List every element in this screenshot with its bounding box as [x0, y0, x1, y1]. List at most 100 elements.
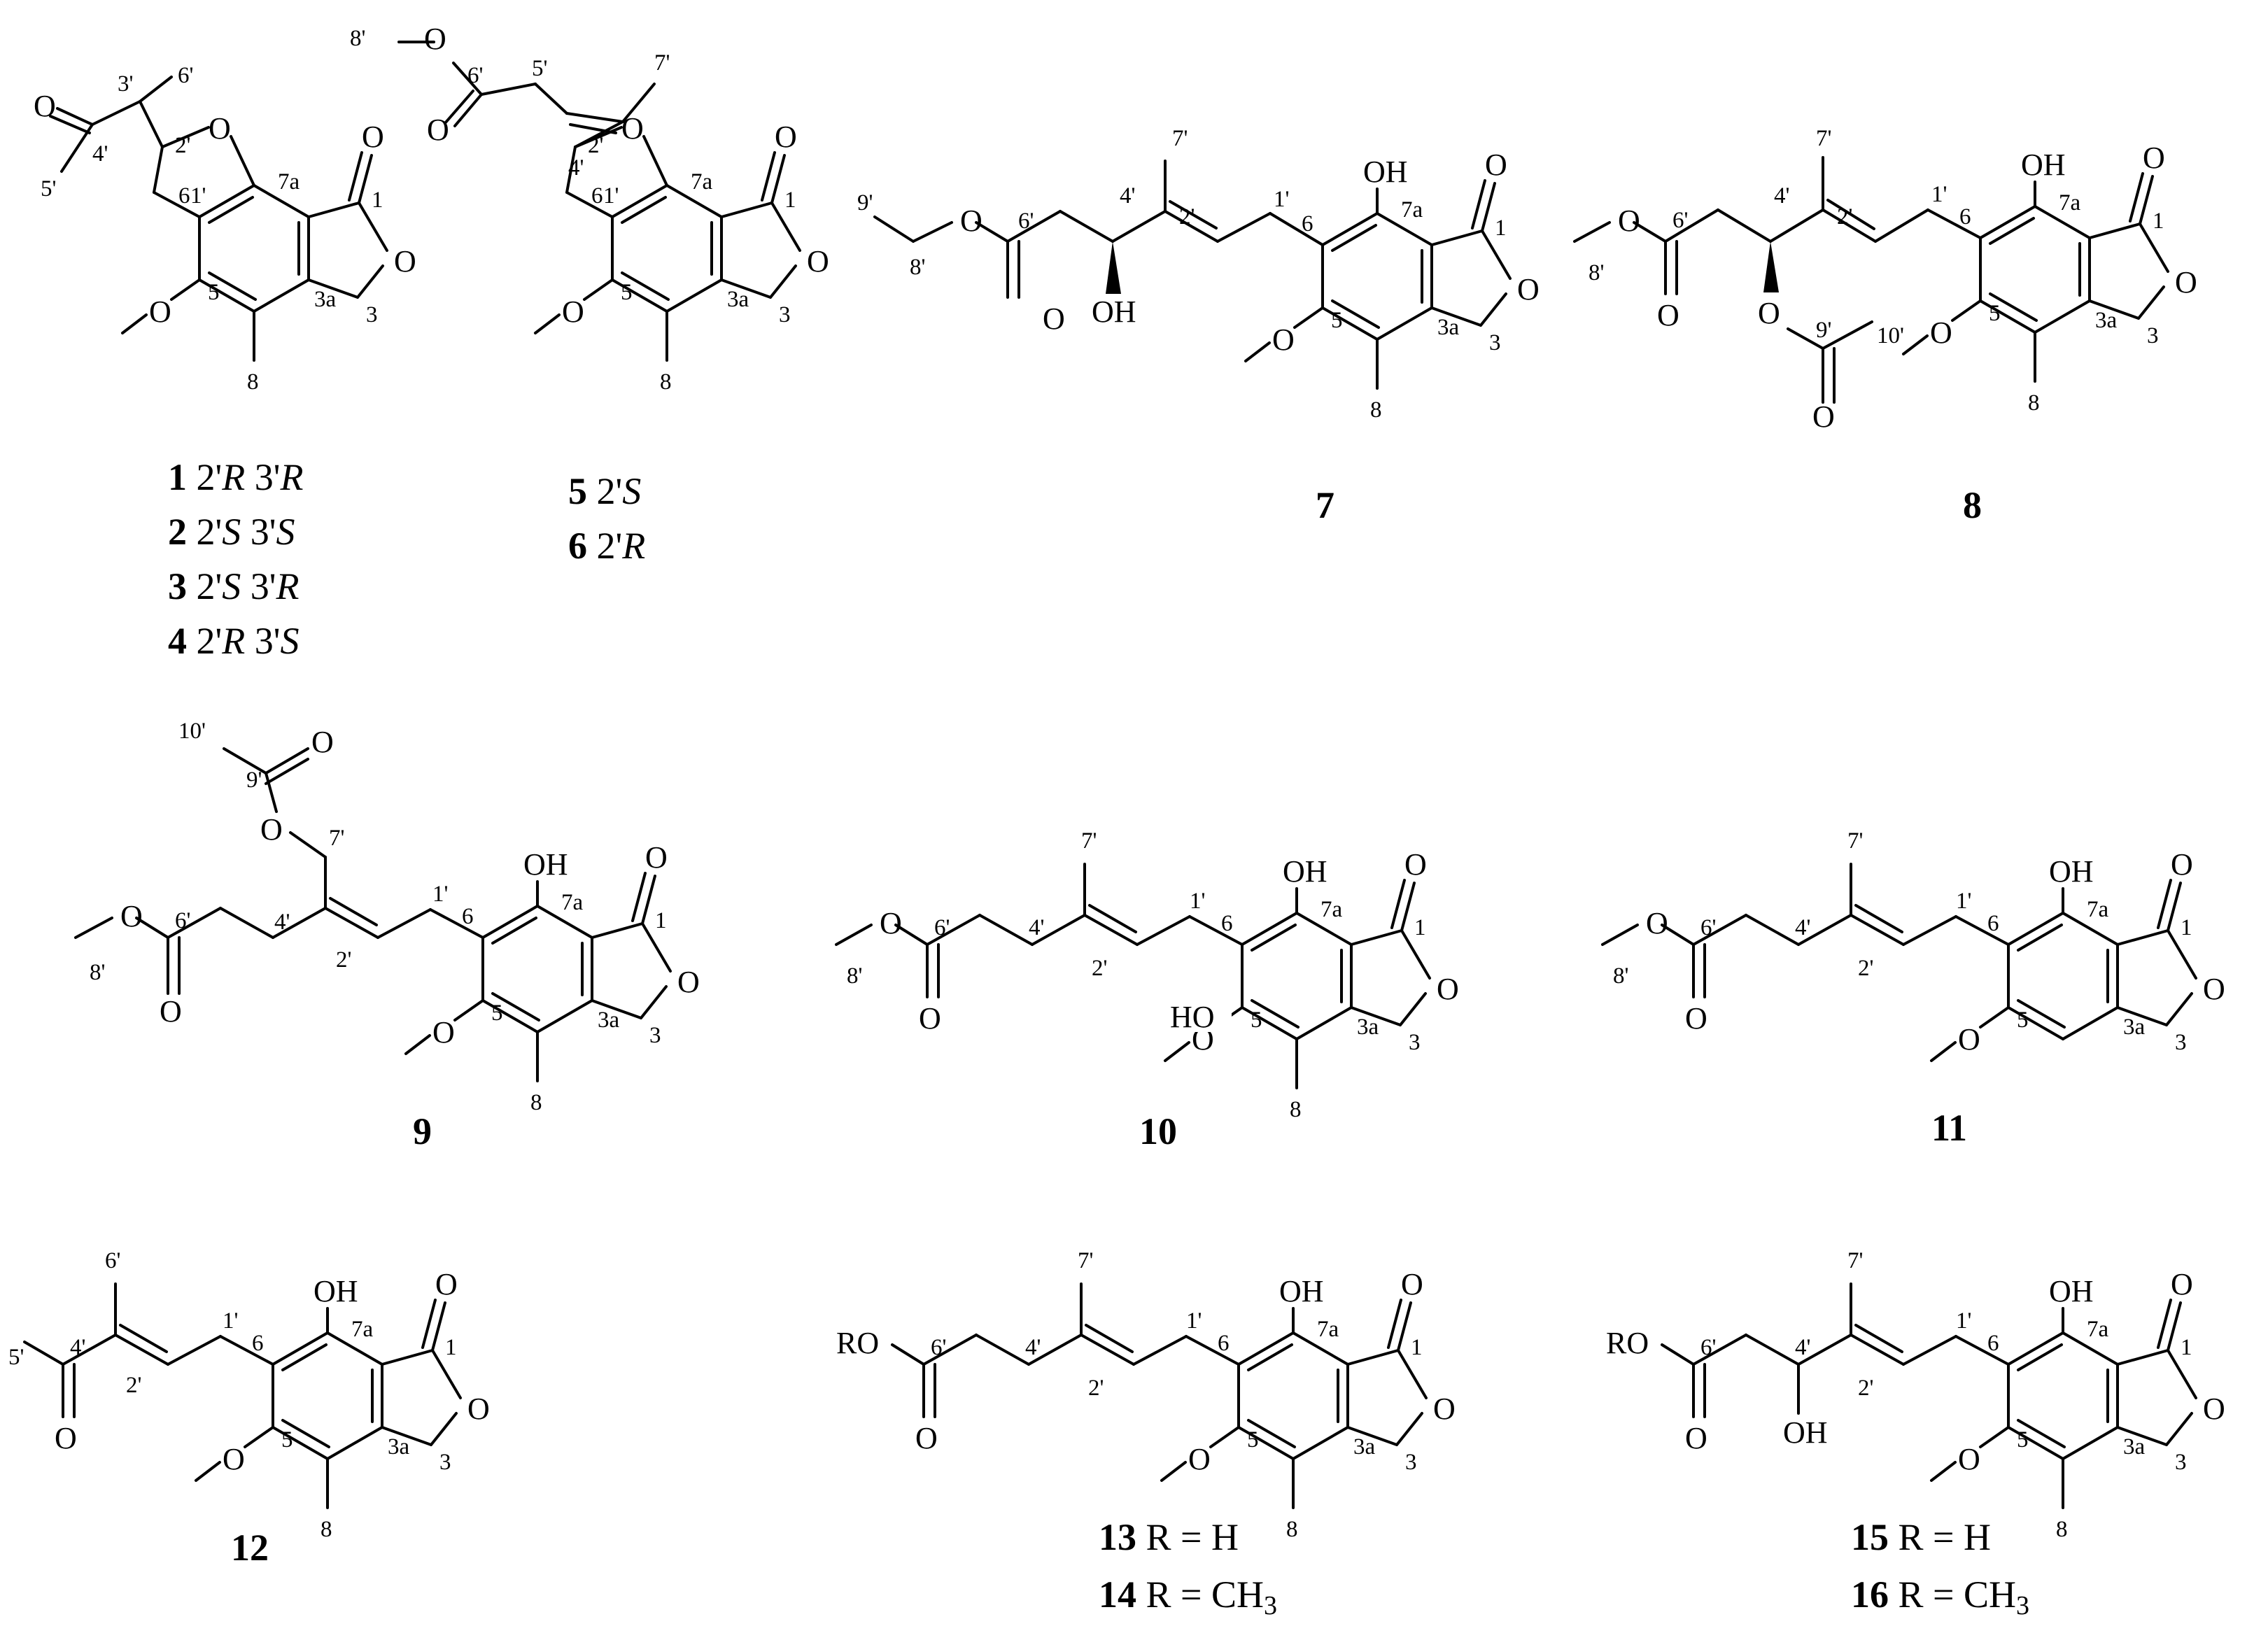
svg-text:9': 9' — [246, 768, 262, 793]
svg-text:7': 7' — [1078, 1248, 1093, 1273]
svg-text:O: O — [160, 994, 182, 1028]
svg-text:2': 2' — [1088, 1376, 1104, 1401]
svg-text:7': 7' — [654, 50, 670, 76]
svg-text:7': 7' — [1172, 126, 1188, 151]
svg-text:O: O — [1043, 302, 1065, 336]
compound-label-11: 11 — [1931, 1107, 1967, 1149]
svg-text:O: O — [120, 899, 143, 933]
svg-text:O: O — [311, 725, 334, 759]
svg-text:8': 8' — [847, 963, 862, 989]
compound-label-12: 12 — [231, 1527, 269, 1569]
svg-text:7': 7' — [1081, 828, 1097, 854]
compound-8: O O O O 1' 2' 7' 4' 6' 8' 9' 10' 8 — [1573, 126, 2197, 526]
svg-text:O: O — [1657, 298, 1679, 332]
compound-label-9: 9 — [413, 1110, 432, 1152]
svg-text:O: O — [2203, 972, 2225, 1006]
compound-15-16: RO O OH 1' 2' 7' 4' 6' 15 R = H 16 R = C… — [1606, 1248, 2225, 1620]
svg-text:8': 8' — [350, 26, 365, 51]
svg-text:3': 3' — [118, 71, 133, 97]
svg-text:7': 7' — [1847, 828, 1863, 854]
svg-text:O: O — [427, 113, 449, 147]
svg-text:1': 1' — [1931, 182, 1947, 207]
svg-text:O: O — [260, 812, 283, 847]
svg-text:2': 2' — [126, 1373, 141, 1398]
svg-text:6': 6' — [175, 908, 190, 933]
svg-text:1': 1' — [1190, 889, 1205, 914]
svg-text:O: O — [1618, 204, 1640, 238]
svg-text:6': 6' — [467, 63, 483, 88]
svg-text:6': 6' — [105, 1248, 120, 1273]
svg-text:6': 6' — [1018, 208, 1034, 234]
svg-text:2': 2' — [1179, 204, 1195, 229]
svg-text:O: O — [34, 89, 56, 123]
compound-label-16: 16 R = CH3 — [1851, 1574, 2029, 1620]
compound-label-8: 8 — [1963, 484, 1982, 526]
svg-text:1': 1' — [223, 1308, 238, 1334]
svg-text:8': 8' — [1589, 260, 1604, 285]
compound-label-4: 4 2'R 3'S — [168, 620, 299, 662]
compound-label-14: 14 R = CH3 — [1099, 1574, 1277, 1620]
svg-text:O: O — [621, 111, 644, 146]
svg-text:4': 4' — [1774, 183, 1789, 208]
svg-text:O: O — [2171, 847, 2193, 882]
compound-1-4: O 1' 2' O 3' 6' 4' 5' 1 2'R 3'R 2 2'S 3'… — [34, 63, 418, 662]
svg-text:O: O — [960, 204, 982, 238]
svg-text:1: 1 — [2181, 915, 2192, 940]
svg-text:4': 4' — [568, 155, 584, 181]
svg-text:4': 4' — [274, 910, 290, 935]
svg-text:RO: RO — [1606, 1326, 1649, 1360]
svg-text:2': 2' — [1837, 204, 1852, 229]
svg-text:2': 2' — [1092, 956, 1107, 981]
svg-text:10': 10' — [178, 719, 206, 744]
compound-9: O O O O 1' 2' 7' 4' 6' 8' 9' 10' 9 — [74, 719, 700, 1152]
svg-text:3a: 3a — [2123, 1015, 2146, 1040]
svg-text:3: 3 — [2175, 1030, 2187, 1055]
svg-text:OH: OH — [1783, 1415, 1828, 1450]
svg-text:O: O — [55, 1421, 77, 1455]
compound-7: O O OH 1' 2' 7' 4' 6' 8' 9' 7 — [857, 126, 1540, 526]
compound-12: O 1' 2' 6' 4' 5' 12 — [8, 1248, 490, 1569]
svg-text:5': 5' — [8, 1345, 24, 1370]
svg-text:6': 6' — [1700, 1335, 1716, 1360]
svg-text:5': 5' — [532, 56, 547, 81]
compound-label-15: 15 R = H — [1851, 1516, 1991, 1558]
svg-text:8': 8' — [90, 960, 105, 985]
svg-text:6: 6 — [1987, 911, 1999, 936]
svg-text:8': 8' — [910, 255, 925, 280]
compound-label-7: 7 — [1316, 484, 1334, 526]
svg-text:OH: OH — [1092, 295, 1136, 329]
svg-text:10': 10' — [1877, 323, 1904, 348]
svg-text:4': 4' — [1795, 1335, 1810, 1360]
svg-text:O: O — [209, 111, 231, 146]
svg-text:4': 4' — [92, 141, 108, 167]
compound-label-2: 2 2'S 3'S — [168, 511, 295, 553]
compound-label-6: 6 2'R — [568, 525, 645, 567]
svg-text:1': 1' — [1186, 1308, 1202, 1334]
svg-text:OH: OH — [2049, 854, 2094, 889]
svg-text:6': 6' — [1700, 915, 1716, 940]
svg-text:2': 2' — [1858, 956, 1873, 981]
svg-text:9': 9' — [1816, 318, 1831, 343]
compound-10: O O HO 1' 2' 7' 4' 6' 8' 10 — [835, 828, 1459, 1152]
compound-label-5: 5 2'S — [568, 470, 641, 512]
svg-text:RO: RO — [836, 1326, 879, 1360]
compound-label-1: 1 2'R 3'R — [168, 456, 303, 498]
svg-text:O: O — [1685, 1001, 1707, 1035]
svg-text:5': 5' — [41, 176, 56, 202]
svg-text:O: O — [424, 22, 446, 56]
compound-11: O O 1 3 3a 7a 5 6 O OH O O 1' 2' 7' — [1601, 828, 2225, 1149]
svg-text:O: O — [1812, 400, 1835, 434]
svg-text:4': 4' — [1025, 1335, 1041, 1360]
svg-text:1': 1' — [1274, 187, 1289, 212]
compound-5-6: O 1' 2' — [350, 22, 831, 567]
svg-text:6': 6' — [178, 63, 193, 88]
svg-text:1': 1' — [1956, 1308, 1971, 1334]
svg-text:O: O — [919, 1001, 941, 1035]
svg-text:6': 6' — [931, 1335, 946, 1360]
svg-text:O: O — [880, 906, 902, 940]
svg-text:4': 4' — [1029, 915, 1044, 940]
svg-text:O: O — [1685, 1421, 1707, 1455]
compound-13-14: RO O 1' 2' 7' 4' 6' 13 R = H 14 R = CH3 — [836, 1248, 1456, 1620]
svg-text:O: O — [1958, 1022, 1980, 1056]
